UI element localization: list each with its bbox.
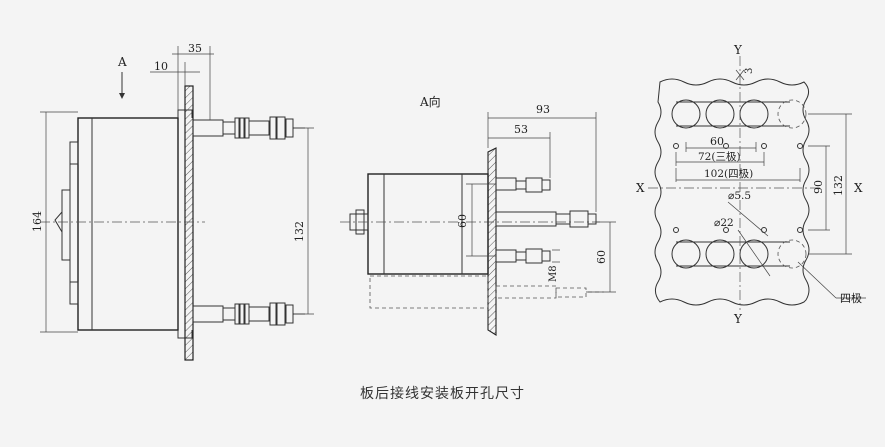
dim-132: 132 [293, 221, 306, 242]
side-view: A 35 10 164 132 [31, 42, 314, 361]
breaker-body [77, 117, 179, 331]
axis-x-left: X [636, 181, 645, 195]
dim-3: 3 [744, 68, 755, 74]
four-pole-label: 四极 [840, 291, 862, 305]
dim-35: 35 [188, 42, 202, 55]
dim-m8: M8 [548, 265, 559, 282]
mounting-panel [184, 85, 194, 361]
panel-outline [654, 78, 810, 306]
axis-y-bottom: Y [733, 312, 743, 326]
handle [61, 189, 71, 261]
dim-102: 102(四极) [704, 167, 753, 180]
a-view-panel [487, 147, 497, 336]
dim-10: 10 [154, 60, 168, 73]
top-hole-row [671, 99, 807, 129]
axis-x-right: X [854, 181, 863, 195]
dim-5-5: ⌀5.5 [728, 190, 751, 202]
dim-60-left: 60 [456, 214, 469, 228]
figure-caption: 板后接线安装板开孔尺寸 [360, 386, 525, 402]
terminal-top [192, 116, 305, 140]
dim-90: 90 [812, 180, 825, 194]
a-view-body [367, 173, 489, 275]
stud-top [495, 177, 551, 193]
stud-middle [495, 210, 597, 228]
view-label-a: A [117, 55, 127, 69]
a-view-title: A向 [419, 94, 441, 109]
bottom-hole-row [671, 239, 807, 269]
dim-53: 53 [514, 123, 528, 136]
a-view: A向 [340, 94, 616, 336]
dim-60-right: 60 [595, 250, 608, 264]
dim-22: ⌀22 [714, 217, 734, 229]
stud-bottom [495, 248, 551, 264]
dim-164: 164 [31, 211, 44, 232]
dim-72: 72(三极) [698, 150, 741, 163]
dim-93: 93 [536, 103, 550, 116]
cutout-view: X X Y Y 3 60 72(三极) 102(四极) ⌀5.5 ⌀22 9 [636, 43, 866, 326]
mounting-holes [673, 143, 803, 233]
terminal-bottom [192, 302, 305, 326]
axis-y-top: Y [733, 43, 743, 57]
dim-132-cutout: 132 [832, 175, 845, 196]
dim-60: 60 [710, 135, 724, 148]
